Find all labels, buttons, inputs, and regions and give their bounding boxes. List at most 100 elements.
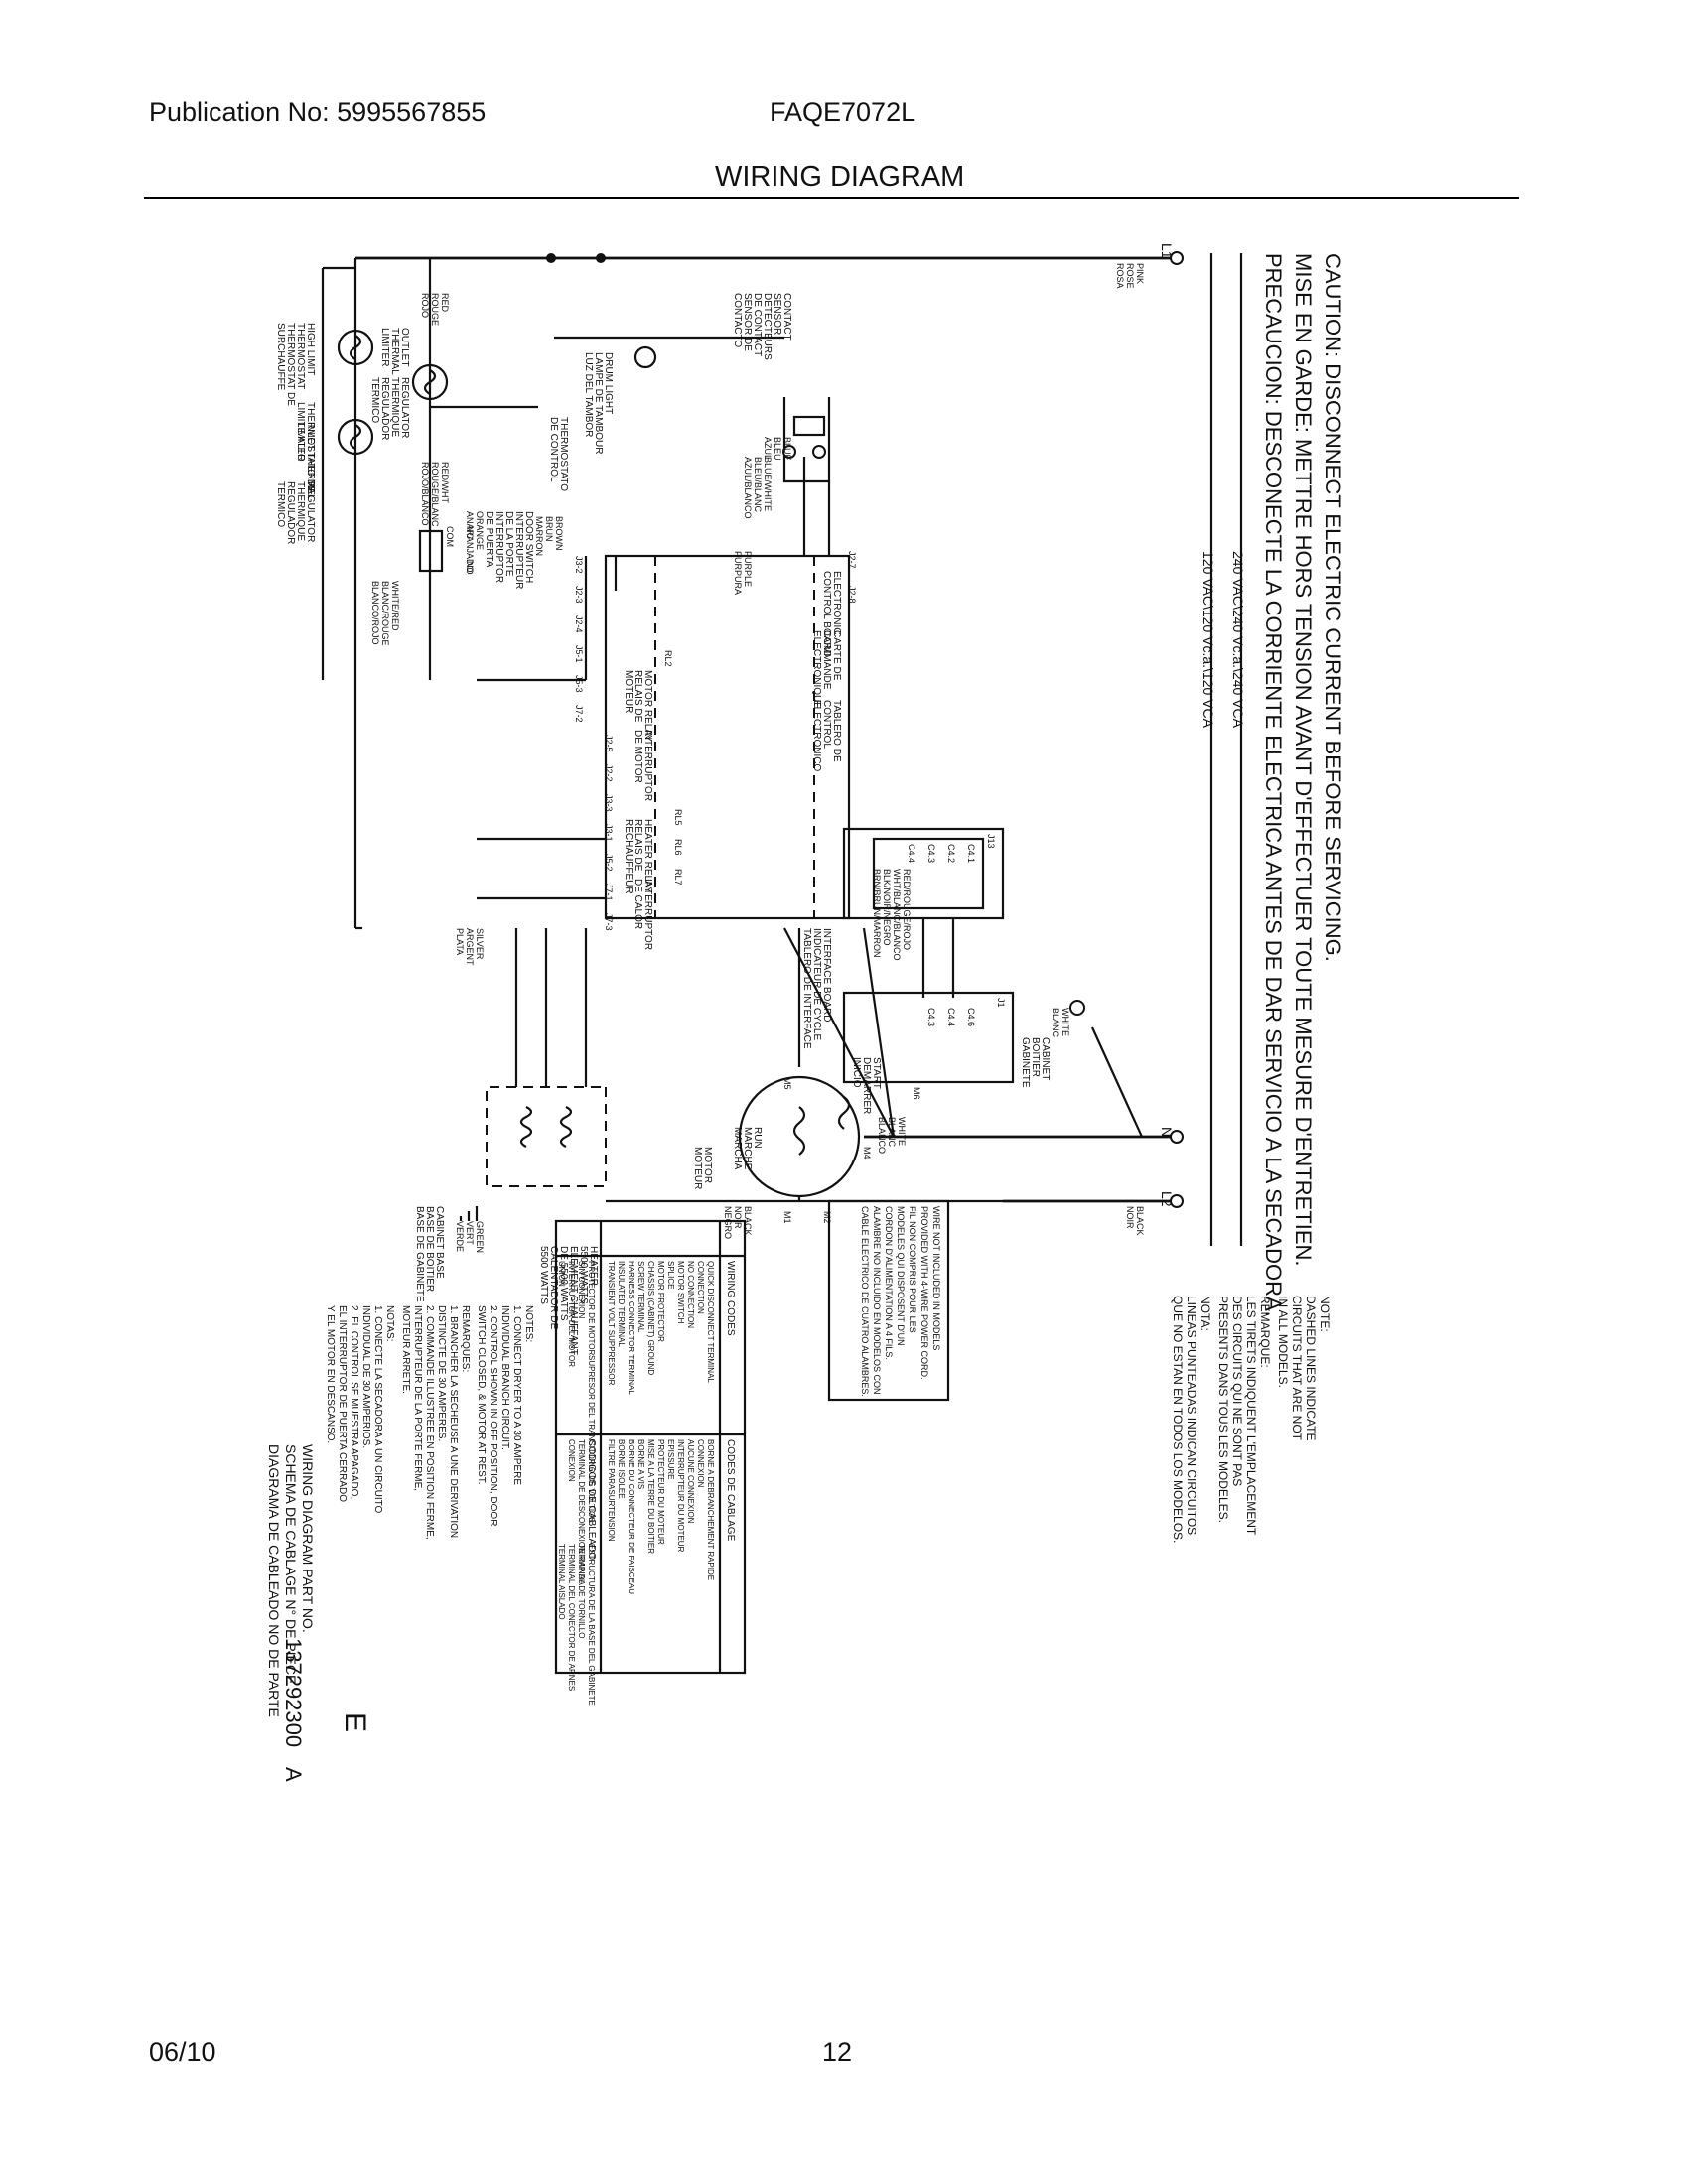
svg-text:INTERRUPTEUR DE LA PORTE FERME: INTERRUPTEUR DE LA PORTE FERME, [412, 1305, 423, 1491]
svg-text:ELECTRONIQUE: ELECTRONIQUE [811, 630, 822, 709]
svg-text:AZUL: AZUL [763, 437, 773, 460]
svg-text:UNION: UNION [557, 1261, 566, 1287]
wiring [321, 251, 1243, 1675]
svg-text:2. COMMANDE ILLUSTREE EN POSIT: 2. COMMANDE ILLUSTREE EN POSITION FERME, [424, 1305, 435, 1540]
svg-text:RELAIS DE: RELAIS DE [633, 819, 643, 872]
svg-text:RUN: RUN [752, 1127, 763, 1149]
svg-text:WHITE: WHITE [1060, 1008, 1070, 1036]
svg-text:INSULATED TERMINAL: INSULATED TERMINAL [617, 1261, 626, 1347]
svg-text:J3-3: J3-3 [604, 794, 614, 812]
svg-text:QUICK DISCONNECT TERMINAL: QUICK DISCONNECT TERMINAL [706, 1261, 715, 1383]
svg-text:HEATER RELAY: HEATER RELAY [642, 819, 653, 893]
svg-text:DOOR SWITCH: DOOR SWITCH [523, 511, 534, 583]
svg-text:NOIR: NOIR [733, 1206, 743, 1229]
svg-text:RL6: RL6 [673, 839, 683, 856]
cabinet-ground-wire [1090, 1026, 1144, 1138]
svg-text:MOTEUR: MOTEUR [692, 1147, 703, 1189]
interface-board-label: INTERFACE BOARD INDICATEUR DE CYCLE TABL… [801, 928, 832, 1049]
caution-block: CAUTION: DISCONNECT ELECTRIC CURRENT BEF… [1200, 253, 1345, 1317]
svg-text:CALENTADOR DE: CALENTADOR DE [548, 1246, 559, 1330]
svg-text:ROSE: ROSE [1125, 263, 1135, 289]
svg-text:C4.3: C4.3 [926, 1008, 936, 1026]
svg-text:NOTE:: NOTE: [1318, 1296, 1332, 1332]
cabinet-label: CABINET BOITIER GABINETE [1020, 1037, 1051, 1088]
svg-text:INDICATEUR DE CYCLE: INDICATEUR DE CYCLE [811, 928, 822, 1040]
footer-date: 06/10 [149, 2037, 216, 2067]
svg-text:LINEAS PUNTEADAS INDICAN CIRCU: LINEAS PUNTEADAS INDICAN CIRCUITOS [1185, 1296, 1198, 1535]
svg-text:REGULADOR: REGULADOR [285, 481, 296, 544]
heater-element-box [486, 1086, 607, 1187]
header-rule [144, 197, 1519, 199]
svg-text:MARCHE: MARCHE [742, 1127, 753, 1170]
j1-connector [842, 991, 1015, 1084]
wire-color-labels: PINK ROSE ROSA BLACK NOIR WHITE BLANC BL… [370, 263, 1145, 1253]
notes-block: NOTES: 1. CONNECT DRYER TO A 30 AMPERE I… [325, 1305, 534, 1540]
svg-text:RL5: RL5 [673, 809, 683, 826]
svg-text:BLEU: BLEU [773, 437, 782, 461]
svg-text:ANARANJADO: ANARANJADO [465, 511, 475, 573]
svg-text:J5-2: J5-2 [604, 854, 614, 872]
high-limit-thermostat [337, 329, 374, 366]
svg-text:CABLE ELECTRICO DE CUATRO ALAM: CABLE ELECTRICO DE CUATRO ALAMBRES. [860, 1206, 870, 1397]
svg-text:PLATA: PLATA [455, 928, 465, 955]
start-winding-label: START DEMARRER INICIO [851, 1057, 882, 1114]
svg-text:J7-2: J7-2 [574, 705, 584, 723]
control-board-label: ELECTRONIC CONTROL BOARD CARTE DE COMMAN… [811, 571, 842, 771]
svg-text:CABINET: CABINET [1040, 1037, 1051, 1080]
dashed-lines-note: NOTE: DASHED LINES INDICATE CIRCUITS THA… [1171, 1296, 1332, 1543]
heater-relay-label: HEATER RELAY RELAIS DE RECHAUFFEUR INTER… [623, 819, 653, 950]
svg-text:TRANSIENT VOLT SUPPRESSOR: TRANSIENT VOLT SUPPRESSOR [607, 1261, 616, 1386]
svg-text:CORDON D'ALIMENTATION A 4 FILS: CORDON D'ALIMENTATION A 4 FILS. [884, 1206, 894, 1360]
door-switch-label: DOOR SWITCH INTERRUPTEUR DE LA PORTE INT… [484, 511, 534, 589]
svg-text:THERMIQUE: THERMIQUE [389, 377, 400, 437]
svg-text:ORANGE: ORANGE [475, 511, 485, 550]
svg-text:2. CONTROL SHOWN IN OFF POSITI: 2. CONTROL SHOWN IN OFF POSITION, DOOR [488, 1305, 498, 1526]
svg-text:BOITIER: BOITIER [1030, 1037, 1041, 1077]
svg-text:DISTINCTE DE 30 AMPERES.: DISTINCTE DE 30 AMPERES. [436, 1305, 447, 1441]
svg-text:J7-3: J7-3 [604, 913, 614, 931]
svg-text:DEMARRER: DEMARRER [861, 1057, 872, 1114]
svg-text:M6: M6 [912, 1087, 921, 1100]
svg-text:BORNE A DEBRANCHEMENT RAPIDE: BORNE A DEBRANCHEMENT RAPIDE [706, 1439, 715, 1580]
n-terminal [1170, 1130, 1184, 1144]
svg-text:WIRE NOT INCLUDED IN MODELS: WIRE NOT INCLUDED IN MODELS [931, 1206, 941, 1350]
svg-text:INTERFACE BOARD: INTERFACE BOARD [821, 928, 832, 1022]
svg-text:C4.3: C4.3 [926, 844, 936, 863]
svg-text:HEATER: HEATER [588, 1246, 599, 1286]
component-labels: HIGH LIMIT THERMOSTAT THERMOSTAT DE SURC… [275, 293, 1051, 1355]
svg-text:RELAIS DE: RELAIS DE [633, 670, 643, 723]
voltage-240: 240 VAC\240 Vc.a.\240 VCA [1230, 551, 1246, 729]
contact-sensor-label: CONTACT SENSOR DETECTEURS DE CONTACT SEN… [732, 293, 792, 360]
svg-text:ELECTRONIC: ELECTRONIC [831, 571, 842, 634]
svg-text:DRUM LIGHT: DRUM LIGHT [603, 352, 614, 414]
svg-text:TERMINAL DE TORNILLO: TERMINAL DE TORNILLO [577, 1544, 586, 1638]
svg-text:REGULATOR: REGULATOR [305, 481, 316, 542]
cabinet-base-label: CABINET BASE BASE DE BOITIER BASE DE GAB… [414, 1206, 445, 1302]
svg-text:J2-3: J2-3 [574, 586, 584, 604]
svg-text:TABLERO DE INTERFACE: TABLERO DE INTERFACE [801, 928, 812, 1049]
svg-text:FILTRE PARASURTENSION: FILTRE PARASURTENSION [607, 1439, 616, 1542]
svg-text:INLET THERMAL: INLET THERMAL [305, 422, 316, 500]
svg-text:NOTES:: NOTES: [523, 1305, 534, 1342]
svg-text:WIRING CODES: WIRING CODES [725, 1261, 736, 1336]
svg-text:DIAGRAMA DE CABLEADO NO DE PAR: DIAGRAMA DE CABLEADO NO DE PARTE [266, 1444, 282, 1717]
svg-text:CODES DE CABLAGE: CODES DE CABLAGE [725, 1439, 736, 1542]
svg-text:DE LA PORTE: DE LA PORTE [503, 511, 514, 577]
caution-fr: MISE EN GARDE: METTRE HORS TENSION AVANT… [1291, 253, 1316, 1267]
svg-text:MOTEUR: MOTEUR [623, 670, 633, 713]
svg-text:CODIGOS DE CABLEADO: CODIGOS DE CABLEADO [586, 1439, 597, 1560]
svg-text:DES CIRCUITS QUI NE SONT PAS: DES CIRCUITS QUI NE SONT PAS [1230, 1296, 1244, 1486]
svg-text:BRN/BRUN/MARRON: BRN/BRUN/MARRON [872, 869, 882, 958]
svg-text:Y EL MOTOR EN DESCANSO.: Y EL MOTOR EN DESCANSO. [325, 1305, 336, 1443]
svg-text:CONNECTION: CONNECTION [696, 1261, 705, 1314]
svg-text:MOTEUR ARRETE.: MOTEUR ARRETE. [400, 1305, 411, 1394]
svg-text:INICIO: INICIO [851, 1057, 862, 1088]
motor-relay-label: MOTOR RELAY RELAIS DE MOTEUR INTERRUPTOR… [623, 670, 653, 801]
svg-text:BLANC: BLANC [887, 1117, 897, 1148]
svg-text:CONEXION: CONEXION [567, 1439, 576, 1482]
svg-text:SPLICE: SPLICE [666, 1261, 675, 1289]
svg-text:INTERRUPTOR DEL MOTOR: INTERRUPTOR DEL MOTOR [567, 1261, 576, 1367]
svg-text:HARNESS CONNECTOR TERMINAL: HARNESS CONNECTOR TERMINAL [627, 1261, 635, 1395]
svg-text:FIL NON COMPRIS POUR LES: FIL NON COMPRIS POUR LES [908, 1206, 917, 1333]
svg-text:BLANC: BLANC [1051, 1008, 1060, 1038]
